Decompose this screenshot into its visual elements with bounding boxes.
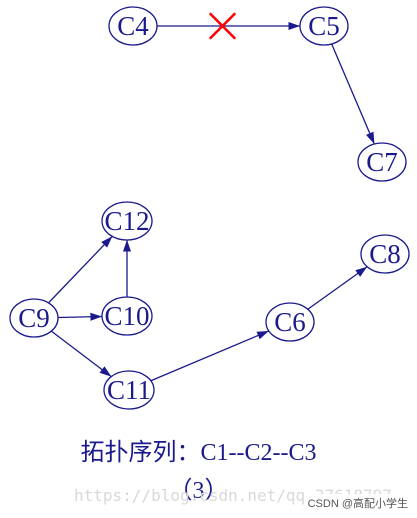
node-label: C5 — [308, 11, 340, 41]
node-label: C4 — [117, 11, 149, 41]
node-c12: C12 — [101, 201, 153, 241]
sub-figure-number: （3） — [168, 478, 229, 504]
node-circle — [265, 302, 315, 342]
node-label: C8 — [369, 239, 401, 269]
node-c4: C4 — [108, 6, 158, 46]
edge-c9-c11 — [50, 330, 112, 378]
node-c6: C6 — [265, 302, 315, 342]
node-label: C11 — [107, 375, 151, 405]
node-c5: C5 — [299, 6, 349, 46]
removed-edge-x-icon — [209, 12, 236, 40]
edge-c9-c10 — [57, 312, 103, 321]
node-label: C9 — [18, 303, 50, 333]
node-circle — [9, 298, 59, 338]
node-circle — [108, 6, 158, 46]
node-circle — [103, 370, 155, 410]
node-c9: C9 — [9, 298, 59, 338]
node-c10: C10 — [101, 296, 153, 336]
node-label: C6 — [274, 307, 306, 337]
node-label: C7 — [366, 147, 398, 177]
node-label: C12 — [104, 206, 149, 236]
node-circle — [357, 142, 407, 182]
node-c11: C11 — [103, 370, 155, 410]
edge-c11-c6 — [150, 330, 270, 382]
edge-c6-c8 — [307, 266, 368, 310]
node-circle — [101, 201, 153, 241]
node-circle — [299, 6, 349, 46]
node-c7: C7 — [357, 142, 407, 182]
edge-c9-c12 — [48, 235, 113, 304]
csdn-author-watermark: CSDN @高配小学生 — [304, 494, 411, 512]
node-label: C10 — [104, 301, 149, 331]
topological-order-caption: 拓扑序列：C1--C2--C3 — [80, 440, 317, 466]
node-c8: C8 — [360, 234, 410, 274]
node-circle — [101, 296, 153, 336]
edge-c5-c7 — [331, 43, 375, 145]
node-circle — [360, 234, 410, 274]
